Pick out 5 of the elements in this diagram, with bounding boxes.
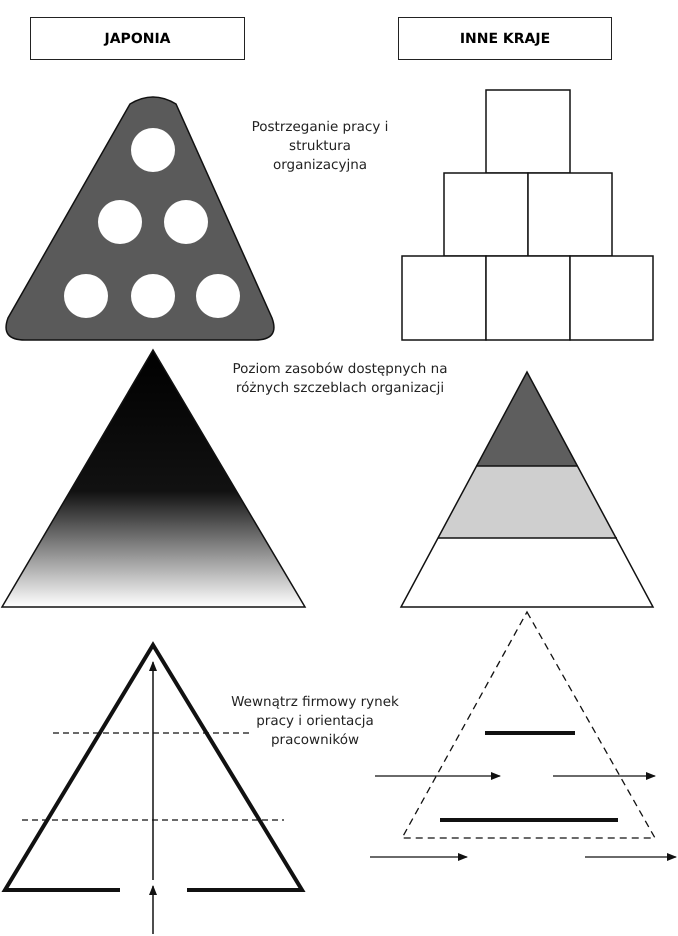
row-caption: Poziom zasobów dostępnych na różnych szczeblach organizacji [232, 360, 448, 398]
header-box: JAPONIA [30, 17, 245, 60]
row-caption: Postrzeganie pracy i struktura organizacyjna [250, 118, 390, 175]
row-caption: Wewnątrz firmowy rynek pracy i orientacja pracowników [230, 693, 400, 750]
header-box: INNE KRAJE [398, 17, 612, 60]
